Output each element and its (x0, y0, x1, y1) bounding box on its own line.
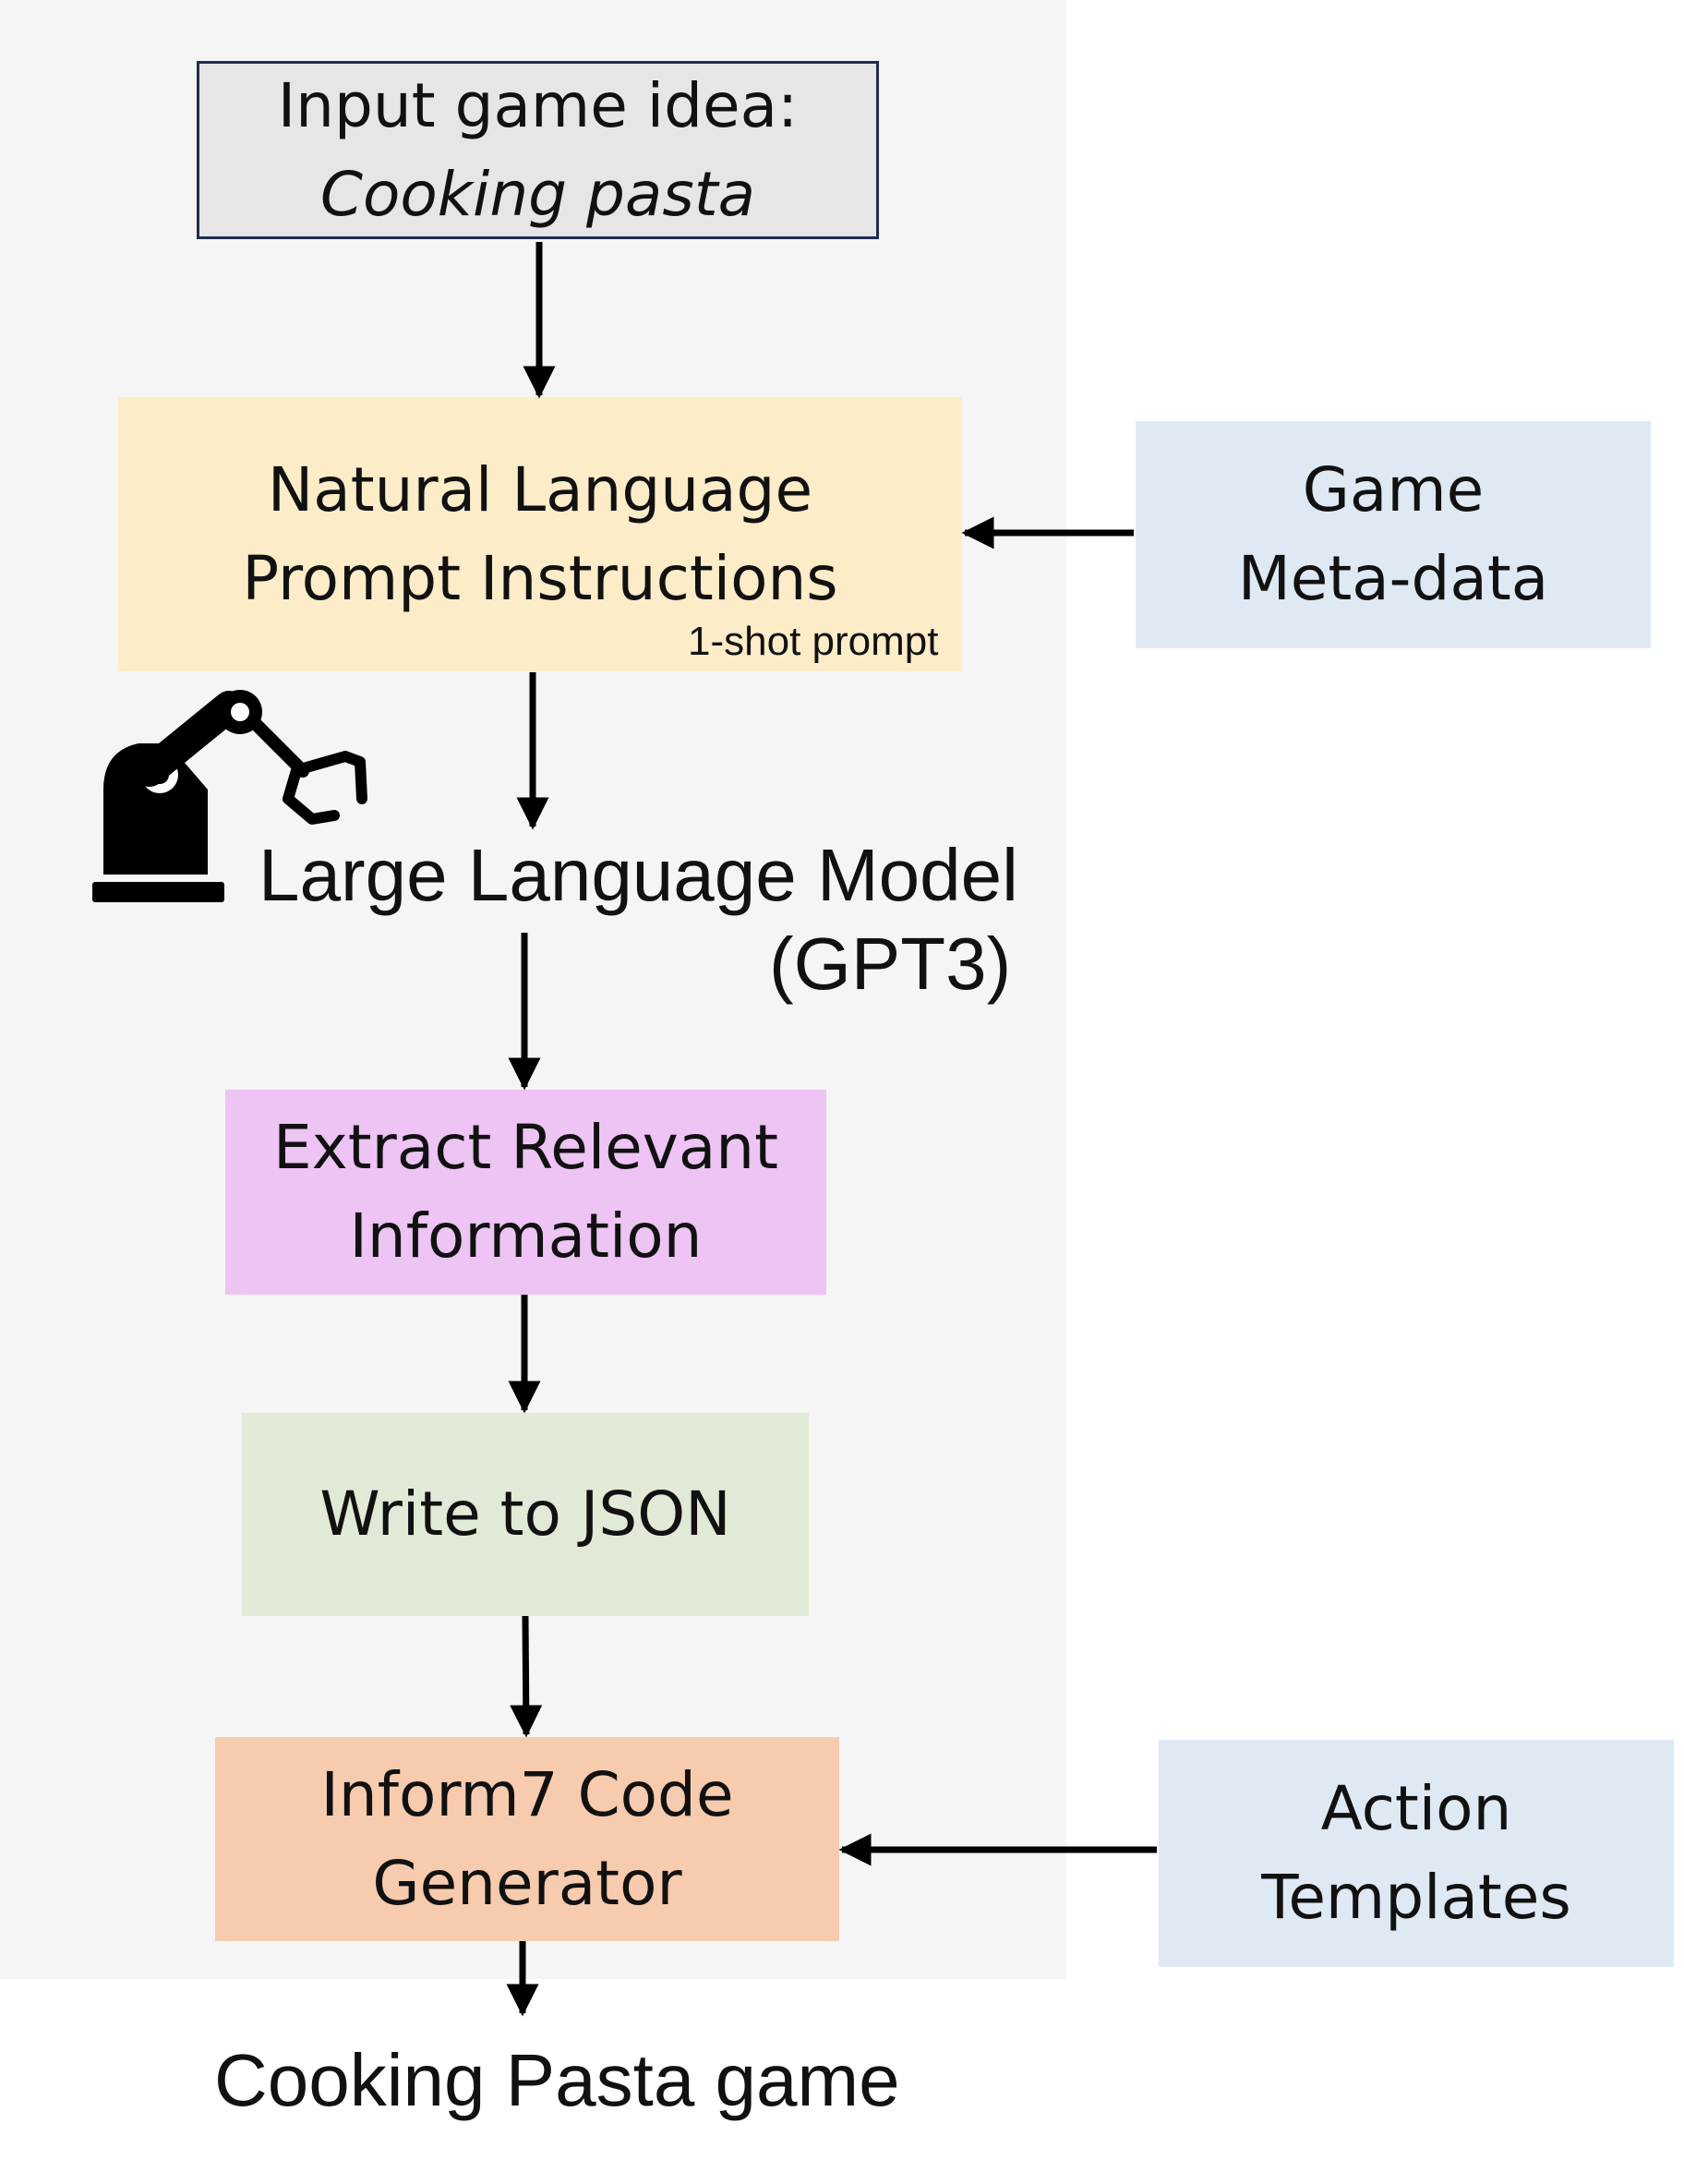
pipeline-panel (0, 0, 1066, 1979)
inform-line2: Generator (372, 1847, 682, 1919)
extract-line2: Information (349, 1201, 703, 1272)
json-label: Write to JSON (319, 1478, 731, 1550)
prompt-instructions-box: Natural Language Prompt Instructions (118, 397, 962, 671)
metadata-line1: Game (1302, 454, 1485, 525)
input-game-idea-box: Input game idea: Cooking pasta (197, 61, 879, 239)
inform7-code-generator-box: Inform7 Code Generator (215, 1737, 839, 1941)
llm-label: Large Language Model (259, 834, 1018, 916)
inform-line1: Inform7 Code (320, 1758, 734, 1830)
prompt-line2: Prompt Instructions (242, 542, 838, 614)
action-templates-box: Action Templates (1159, 1740, 1674, 1967)
write-to-json-box: Write to JSON (242, 1413, 809, 1616)
robot-arm-icon (92, 690, 367, 902)
extract-information-box: Extract Relevant Information (225, 1090, 826, 1295)
one-shot-prompt-note: 1-shot prompt (688, 619, 939, 664)
llm-model-name: (GPT3) (769, 923, 1012, 1005)
arrow-json-to-inform (510, 1615, 543, 1738)
output-game-label: Cooking Pasta game (214, 2039, 900, 2121)
metadata-line2: Meta-data (1237, 543, 1549, 614)
input-value: Cooking pasta (319, 158, 756, 230)
game-metadata-box: Game Meta-data (1136, 421, 1651, 648)
prompt-line1: Natural Language (267, 453, 813, 525)
action-line1: Action (1320, 1773, 1512, 1844)
input-label: Input game idea: (277, 69, 799, 141)
action-line2: Templates (1261, 1862, 1571, 1933)
extract-line1: Extract Relevant (272, 1112, 778, 1183)
